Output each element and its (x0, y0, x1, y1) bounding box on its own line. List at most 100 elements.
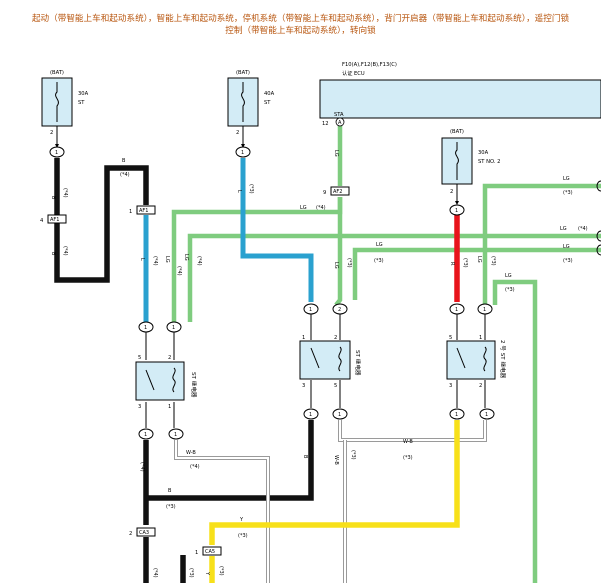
svg-text:1: 1 (129, 209, 132, 215)
svg-text:1: 1 (168, 404, 171, 410)
svg-text:1: 1 (483, 307, 486, 313)
svg-text:(*3): (*3) (505, 287, 515, 293)
svg-text:2: 2 (479, 383, 482, 389)
junction-j3: 1 (449, 204, 465, 216)
svg-text:1: 1 (302, 335, 305, 341)
svg-text:(*3): (*3) (563, 258, 573, 264)
svg-text:1: 1 (309, 412, 312, 418)
fuse1-src: (BAT) (50, 70, 64, 76)
svg-text:W-B: W-B (403, 439, 413, 445)
fuse1-name: ST (78, 100, 85, 106)
svg-text:LG: LG (183, 254, 189, 261)
svg-text:2: 2 (338, 307, 341, 313)
svg-text:(*3): (*3) (346, 258, 352, 268)
svg-text:LG: LG (376, 242, 383, 248)
svg-text:(*4): (*4) (196, 256, 202, 266)
relay-st-no2: 5 1 3 2 2 号 ST 继电器 (446, 335, 507, 389)
svg-text:(*4): (*4) (62, 246, 68, 256)
svg-text:L: L (139, 258, 145, 261)
fuse3-name: ST NO. 2 (478, 159, 500, 165)
svg-text:1: 1 (174, 432, 177, 438)
wire-lg-right-low (492, 279, 538, 583)
svg-text:(*4): (*4) (120, 172, 130, 178)
svg-text:2: 2 (168, 355, 171, 361)
junction-j2: 1 (235, 146, 251, 158)
relay2-name: ST 继电器 (354, 350, 362, 376)
svg-text:1: 1 (241, 150, 244, 156)
svg-text:1: 1 (455, 208, 458, 214)
svg-text:1: 1 (485, 412, 488, 418)
svg-text:W-B: W-B (186, 450, 196, 456)
svg-text:CA3: CA3 (139, 530, 149, 536)
svg-text:1: 1 (479, 335, 482, 341)
svg-text:LG: LG (300, 205, 307, 211)
svg-text:LG: LG (164, 256, 170, 263)
fuse3-pin: 2 (450, 189, 453, 195)
wire-wb-r1 (174, 440, 270, 583)
junction-r1-bot: 1 1 (138, 428, 184, 440)
svg-text:1: 1 (338, 412, 341, 418)
svg-text:(*3): (*3) (350, 450, 356, 460)
junction-r2-top: 1 2 (303, 303, 348, 315)
title-line-1: 起动（带智能上车和起动系统），智能上车和起动系统，停机系统（带智能上车和起动系统… (31, 14, 570, 24)
svg-text:LG: LG (476, 256, 482, 263)
fuse1-rating: 30A (78, 91, 89, 97)
connector-ca3: CA3 2 (129, 527, 156, 537)
svg-text:(*3): (*3) (490, 256, 496, 266)
svg-text:(*4): (*4) (152, 568, 158, 578)
svg-text:(*3): (*3) (188, 568, 194, 578)
svg-text:1: 1 (144, 325, 147, 331)
title-line-2: 控制（带智能上车和起动系统），转向锁 (225, 26, 376, 36)
connector-af2: AF2 9 (323, 186, 350, 196)
fuse2-name: ST (264, 100, 271, 106)
junction-r1-top: 1 1 (138, 321, 182, 333)
diagram-title: 起动（带智能上车和起动系统），智能上车和起动系统，停机系统（带智能上车和起动系统… (0, 13, 601, 37)
svg-text:(*3): (*3) (238, 533, 248, 539)
wire-lg-h-mid (352, 247, 601, 300)
relay1-name: ST 继电器 (190, 372, 198, 398)
relay-st-2: 1 2 3 5 ST 继电器 (299, 335, 362, 389)
svg-text:B: B (168, 488, 172, 494)
wire-wb-r2 (338, 420, 487, 442)
svg-text:LG: LG (563, 176, 570, 182)
svg-text:B: B (122, 158, 126, 164)
wire-l-relay2 (240, 158, 314, 302)
svg-text:B: B (50, 196, 56, 200)
svg-text:3: 3 (449, 383, 452, 389)
svg-text:(*4): (*4) (176, 266, 182, 276)
svg-text:5: 5 (449, 335, 452, 341)
junction-j1: 1 (49, 146, 65, 158)
wire-lg-relay2 (334, 197, 343, 307)
fuse-st-1: (BAT) 30A ST 2 (41, 70, 89, 148)
svg-text:B: B (50, 252, 56, 256)
ecu-label-1: F10(A),F12(B),F13(C) (342, 62, 397, 68)
svg-text:3: 3 (302, 383, 305, 389)
ecu-label-2: 认证 ECU (342, 69, 365, 77)
svg-text:1: 1 (55, 150, 58, 156)
fuse3-rating: 30A (478, 150, 489, 156)
fuse1-pin: 2 (50, 130, 53, 136)
connector-ca5: CA5 1 (195, 546, 222, 556)
svg-text:AF1: AF1 (139, 208, 148, 214)
relay3-name: 2 号 ST 继电器 (499, 340, 507, 379)
svg-text:1: 1 (195, 550, 198, 556)
svg-text:(*3): (*3) (166, 504, 176, 510)
junction-r3-top: 1 1 (449, 303, 493, 315)
svg-text:AF2: AF2 (333, 189, 342, 195)
svg-text:3: 3 (138, 404, 141, 410)
svg-text:2: 2 (334, 335, 337, 341)
wire-lg-h-upper (187, 233, 601, 322)
svg-text:4: 4 (40, 218, 44, 224)
svg-text:(*3): (*3) (403, 455, 413, 461)
svg-text:R: R (449, 262, 455, 266)
svg-text:5: 5 (334, 383, 337, 389)
svg-text:Y: Y (239, 517, 244, 523)
svg-text:(*3): (*3) (374, 258, 384, 264)
fuse2-src: (BAT) (236, 70, 250, 76)
wire-b-r2-bottom (146, 420, 314, 501)
fuse2-rating: 40A (264, 91, 275, 97)
svg-text:1: 1 (144, 432, 147, 438)
svg-text:1: 1 (455, 412, 458, 418)
ecu-conn: A (338, 120, 342, 126)
svg-text:B: B (302, 455, 308, 459)
